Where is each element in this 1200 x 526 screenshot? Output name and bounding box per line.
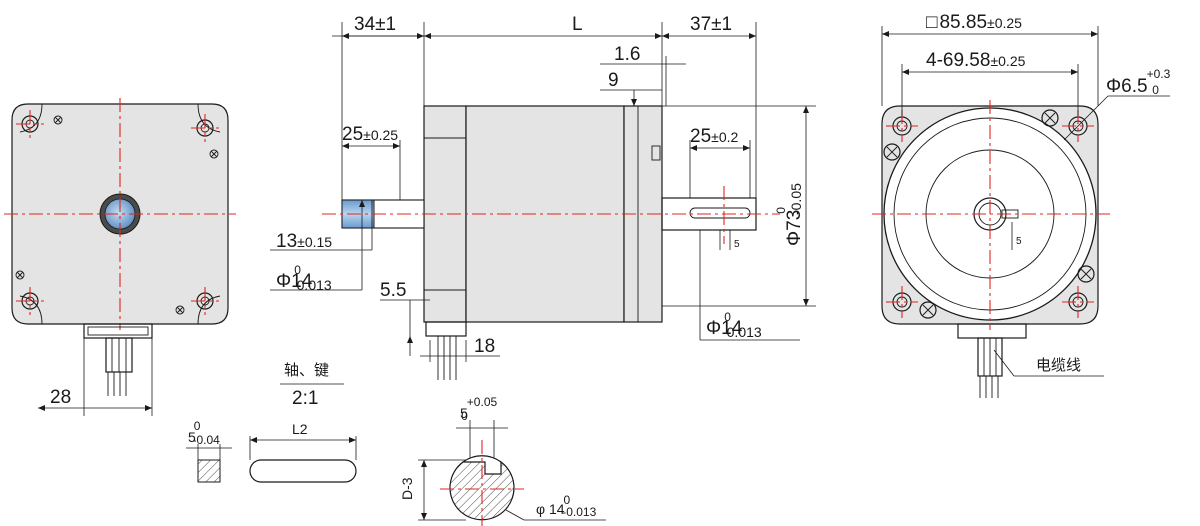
dim-18: 18 xyxy=(474,336,495,357)
scale-label: 轴、键 xyxy=(284,361,329,379)
side-view: 34±1 L 37±1 1.6 9 25±0.25 25±0.2 13±0.15… xyxy=(270,14,816,380)
dim-37: 37±1 xyxy=(690,14,732,35)
key-5: 5 xyxy=(1016,236,1022,247)
key-width: 50-0.04 xyxy=(188,419,220,447)
dim-L: L xyxy=(572,14,583,35)
key-length: L2 xyxy=(292,421,308,437)
dim-9: 9 xyxy=(608,70,619,91)
dim-1.6: 1.6 xyxy=(614,44,640,65)
cable-label: 电缆线 xyxy=(1036,356,1081,374)
dim-5-key: 5 xyxy=(734,239,740,250)
dim-5.5: 5.5 xyxy=(380,280,406,301)
dim-phi14-detail: φ 140-0.013 xyxy=(536,493,597,519)
dim-phi14-right: Φ140-0.013 xyxy=(706,310,762,340)
dim-34: 34±1 xyxy=(354,14,396,35)
dim-28: 28 xyxy=(50,387,71,408)
dim-phi73: Φ730-0.05 xyxy=(774,183,805,246)
dim-25-left: 25±0.25 xyxy=(342,124,398,145)
front-view: 28 xyxy=(4,98,236,416)
dim-hole-pitch: 4-69.58±0.25 xyxy=(926,50,1026,71)
dim-d3: D-3 xyxy=(399,477,415,500)
dim-25-right: 25±0.2 xyxy=(690,126,739,147)
dim-square: □85.85±0.25 xyxy=(926,12,1022,33)
dim-phi14-left: Φ140-0.013 xyxy=(276,263,332,293)
dim-13: 13±0.15 xyxy=(276,231,332,252)
scale-value: 2:1 xyxy=(292,388,318,409)
